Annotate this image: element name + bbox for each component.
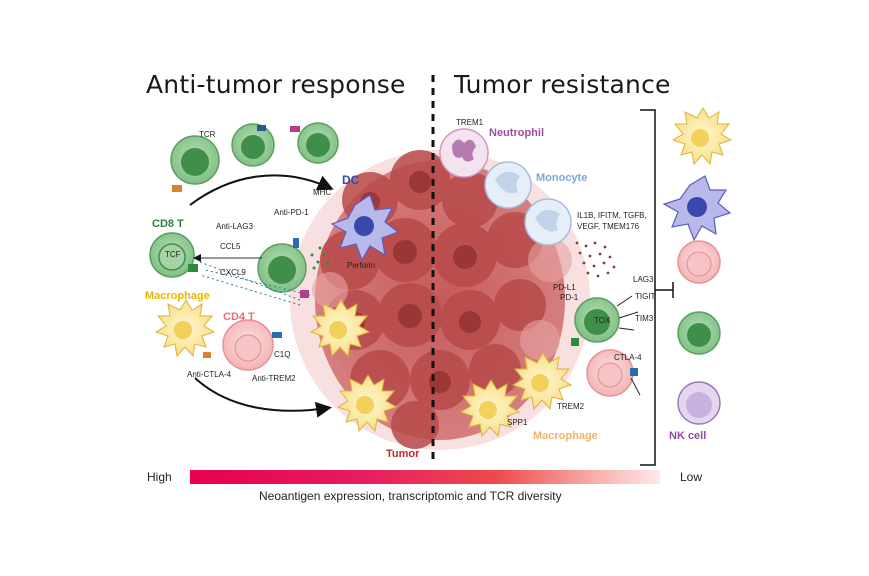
cd8-t-cell-top-left — [170, 135, 220, 192]
macrophage-bottom-left — [336, 374, 398, 433]
label-tigit: TIGIT — [635, 292, 656, 301]
label-c1q: C1Q — [274, 350, 291, 359]
label-cxcl9: CXCL9 — [220, 268, 246, 277]
macrophage-right-a — [459, 379, 521, 438]
label-nk-cell: NK cell — [669, 430, 707, 442]
label-tumor: Tumor — [386, 448, 420, 460]
label-anti-ctla4: Anti-CTLA-4 — [187, 370, 232, 379]
label-ctla-4: CTLA-4 — [614, 353, 642, 362]
resistance-bracket — [640, 109, 656, 466]
label-cd8-t: CD8 T — [152, 218, 184, 230]
label-ccl5: CCL5 — [220, 242, 241, 251]
heading-tumor-resistance: Tumor resistance — [454, 70, 671, 99]
label-dc: DC — [342, 173, 360, 187]
label-tox: TOX — [594, 316, 611, 325]
label-mhc: MHC — [313, 188, 332, 197]
far-right-dc — [662, 175, 732, 242]
label-macrophage-left: Macrophage — [145, 290, 210, 302]
gradient-high-label: High — [147, 470, 172, 484]
treg-cd4-cell-right — [586, 349, 638, 397]
label-pd-l1: PD-L1 — [553, 283, 576, 292]
label-monocyte: Monocyte — [536, 172, 588, 184]
label-anti-lag3: Anti-LAG3 — [216, 222, 253, 231]
cd8-t-cell-tcf — [149, 232, 198, 278]
gradient-bar — [190, 470, 660, 484]
cd8-t-cell-top-right — [290, 122, 339, 164]
label-pd-1: PD-1 — [560, 293, 579, 302]
cd8-t-cell-top-mid — [231, 123, 275, 167]
label-lag3: LAG3 — [633, 275, 654, 284]
macrophage-left — [154, 299, 216, 358]
arrow-cd8-to-dc — [189, 174, 334, 206]
dendritic-cell — [330, 194, 400, 262]
label-tcf: TCF — [165, 250, 181, 259]
arrow-cd4-to-macrophage — [194, 377, 332, 418]
gradient-low-label: Low — [680, 470, 703, 484]
neutrophil — [439, 128, 489, 178]
far-right-cd4-t-cell — [677, 240, 721, 284]
cytokine-dots — [575, 241, 616, 278]
label-tcr: TCR — [199, 130, 216, 139]
gradient-caption: Neoantigen expression, transcriptomic an… — [259, 489, 562, 503]
label-perforin: Perforin — [347, 261, 376, 270]
label-macrophage-right: Macrophage — [533, 430, 598, 442]
perforin-dots — [310, 246, 330, 270]
cd4-t-cell — [203, 319, 282, 371]
heading-anti-tumor: Anti-tumor response — [146, 70, 406, 99]
label-spp1: SPP1 — [507, 418, 528, 427]
label-factors-line2: VEGF, TMEM176 — [577, 222, 640, 231]
far-right-cd8-t-cell — [677, 311, 721, 355]
macrophage-near-tumor — [309, 299, 371, 358]
label-neutrophil: Neutrophil — [489, 127, 544, 139]
tumor-mass — [290, 150, 590, 450]
label-anti-trem2: Anti-TREM2 — [252, 374, 296, 383]
label-tim3: TIM3 — [635, 314, 654, 323]
label-cd4-t: CD4 T — [223, 311, 255, 323]
macrophage-right-b — [511, 352, 573, 411]
label-trem1: TREM1 — [456, 118, 484, 127]
label-anti-pd1: Anti-PD-1 — [274, 208, 309, 217]
label-factors-line1: IL1B, IFITM, TGFB, — [577, 211, 647, 220]
label-trem2: TREM2 — [557, 402, 585, 411]
exhausted-cd8-t-cell — [571, 297, 620, 346]
monocyte — [484, 161, 572, 246]
far-right-nk-cell — [677, 381, 721, 425]
far-right-macrophage — [671, 107, 733, 166]
